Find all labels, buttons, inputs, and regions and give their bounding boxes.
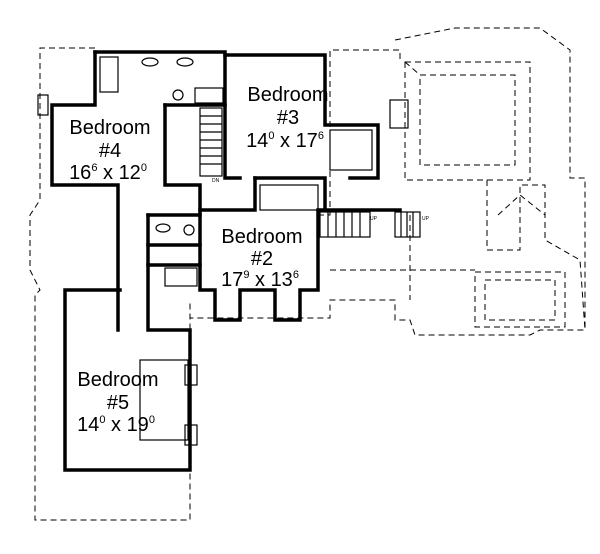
room-number: #5 [107,392,129,414]
tub [164,267,198,287]
sink [176,57,194,67]
room-bedroom-3: Bedroom #3 140 x 176 [246,84,329,152]
window-unit [37,94,49,116]
room-dimensions: 140 x 176 [246,130,324,152]
toilet [172,89,184,101]
room-bedroom-5: Bedroom #5 140 x 190 [77,369,159,436]
room-dimensions: 140 x 190 [77,414,155,436]
stair-dn-label: DN [212,178,220,184]
toilet [183,224,195,236]
room-number: #2 [251,248,273,270]
room-number: #3 [277,107,299,129]
room-name: Bedroom [69,117,150,139]
tub [99,56,119,93]
stairs: DN UP UP [199,107,430,238]
room-dimensions: 166 x 120 [69,162,147,184]
room-name: Bedroom [221,226,302,248]
sink [155,223,171,233]
hvac-unit [389,99,409,129]
outline-dashed [29,27,586,521]
room-number: #4 [99,140,121,162]
stair-up-label: UP [370,216,378,222]
closet [139,359,189,441]
tub [194,87,224,104]
chimney [184,424,198,446]
room-bedroom-2: Bedroom #2 179 x 136 [221,226,303,291]
room-name: Bedroom [77,369,158,391]
walls [50,50,402,472]
sink [141,57,159,67]
room-name: Bedroom [247,84,328,106]
chimney [184,364,198,386]
room-bedroom-4: Bedroom #4 166 x 120 [69,117,151,184]
stair-up-label: UP [422,216,430,222]
room-dimensions: 179 x 136 [221,269,299,291]
closet [329,129,373,171]
fixtures [37,56,409,446]
balcony [259,184,319,211]
